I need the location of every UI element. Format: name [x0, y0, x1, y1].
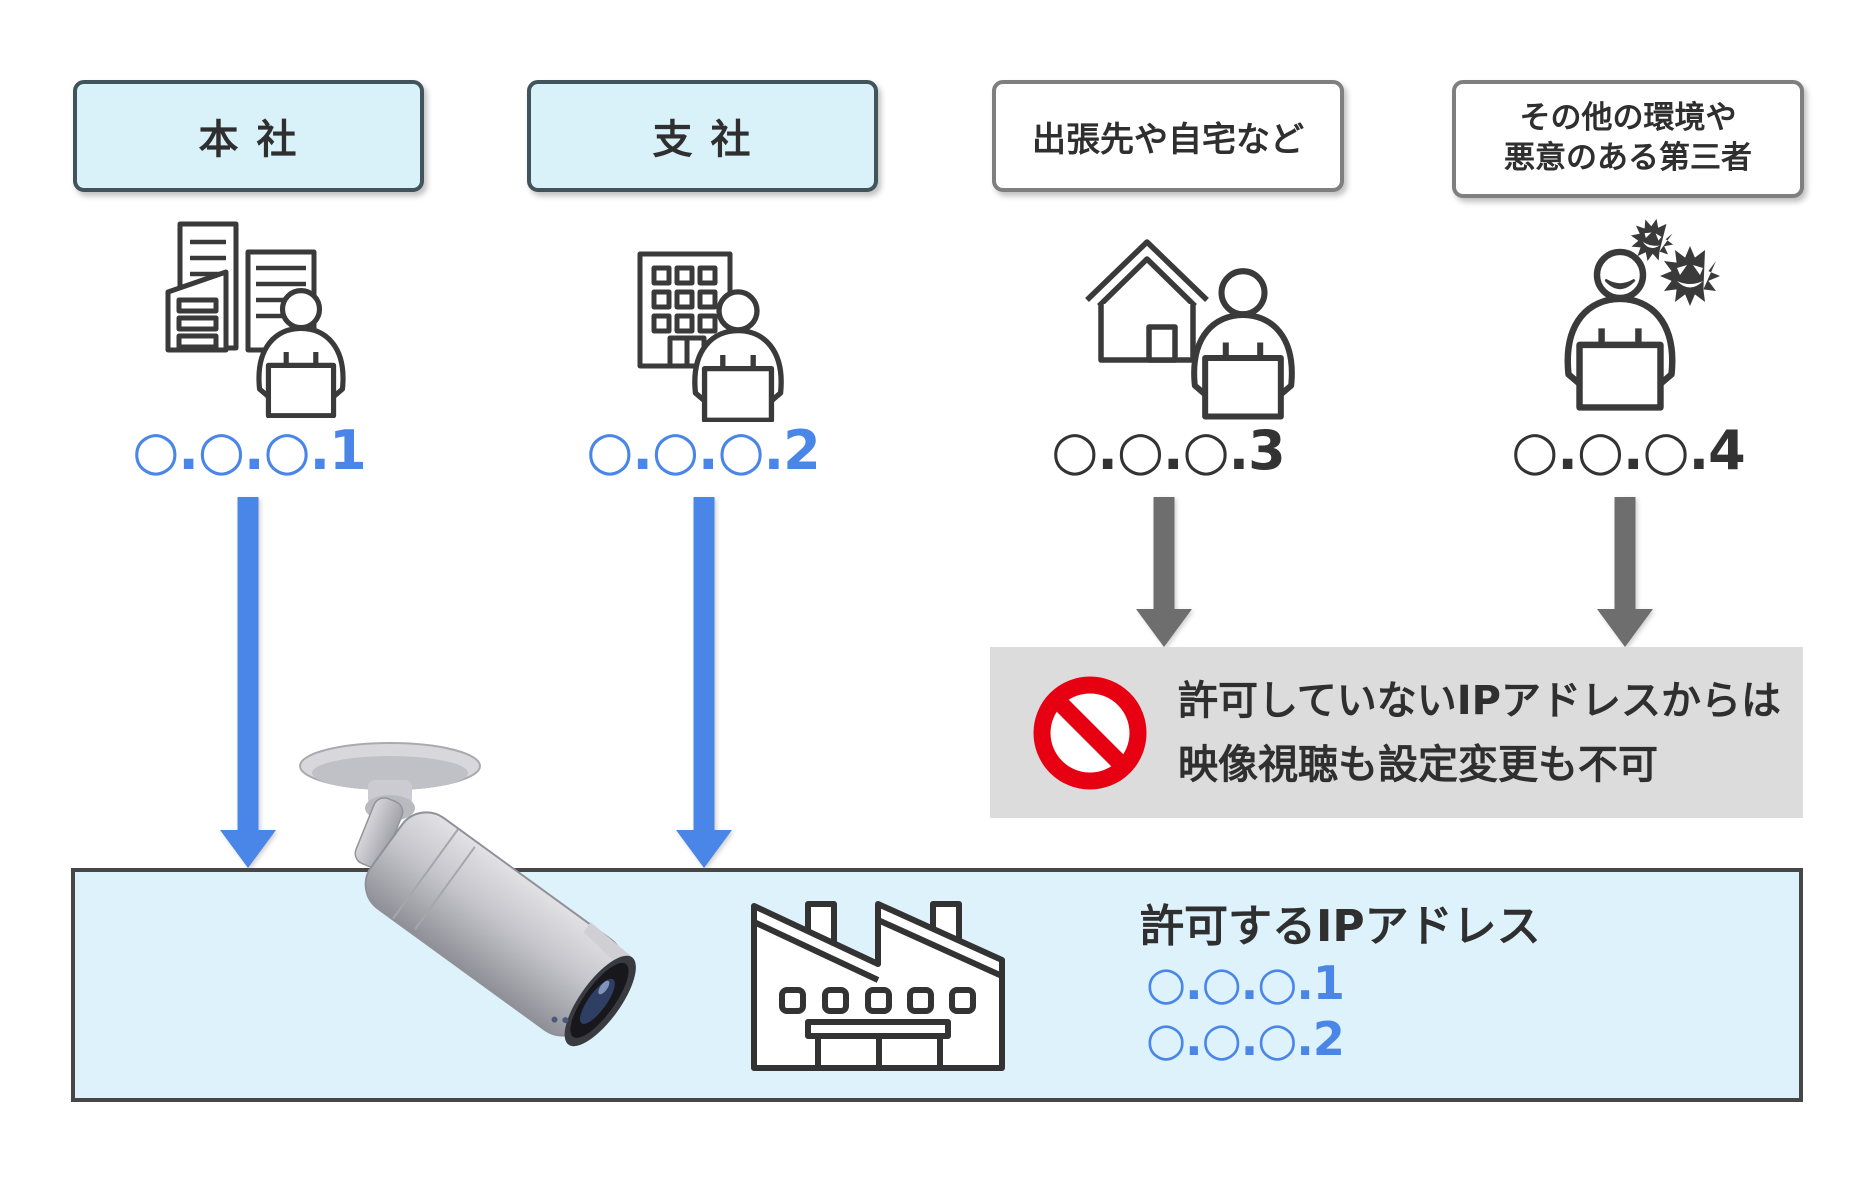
network-camera-image	[299, 742, 636, 1047]
allowed-arrow-branch-office	[676, 497, 732, 868]
ip-label-branch-office: ○.○.○.2	[586, 418, 820, 482]
prohibition-icon	[1033, 676, 1147, 789]
ip-label-third-party: ○.○.○.4	[1511, 418, 1745, 482]
denied-arrow-third-party	[1597, 497, 1653, 647]
label-box-head-office: 本 社	[73, 80, 424, 192]
arrow-shaft	[693, 497, 715, 830]
ip-label-remote: ○.○.○.3	[1051, 418, 1285, 482]
allowed-ip-2: ○.○.○.2	[1146, 1012, 1345, 1066]
user-laptop-icon	[692, 289, 784, 422]
user-laptop-icon	[1564, 248, 1676, 411]
denied-notice-line1: 許可していないIPアドレスからは	[1178, 677, 1781, 724]
denied-arrow-remote	[1136, 497, 1192, 647]
denied-notice-line2: 映像視聴も設定変更も不可	[1178, 741, 1658, 788]
arrow-head	[220, 830, 276, 868]
third-party-label: その他の環境や 悪意のある第三者	[1504, 100, 1752, 176]
virus-icon	[1660, 246, 1720, 306]
label-box-branch-office: 支 社	[527, 80, 878, 192]
head-office-label: 本 社	[198, 117, 299, 163]
arrow-head	[676, 830, 732, 868]
arrow-head	[1597, 609, 1653, 647]
arrow-shaft	[237, 497, 259, 830]
allowed-ip-panel: 許可するIPアドレス ○.○.○.1 ○.○.○.2	[1140, 890, 1541, 1066]
arrow-shaft	[1614, 497, 1636, 609]
allowed-ip-1: ○.○.○.1	[1146, 956, 1345, 1010]
virus-icon	[1630, 218, 1674, 262]
denied-notice-text: 許可していないIPアドレスからは 映像視聴も設定変更も不可	[1178, 669, 1781, 797]
branch-building-user-icon	[637, 251, 784, 422]
user-laptop-icon	[1191, 268, 1295, 420]
factory-icon	[751, 901, 1005, 1071]
ip-label-head-office: ○.○.○.1	[132, 418, 366, 482]
home-user-icon	[1085, 239, 1295, 420]
branch-office-label: 支 社	[652, 117, 753, 163]
malicious-user-icon	[1564, 218, 1720, 411]
remote-label: 出張先や自宅など	[1032, 119, 1304, 160]
user-laptop-icon	[256, 288, 346, 418]
office-buildings-user-icon	[165, 221, 346, 418]
allowed-arrow-head-office	[220, 497, 276, 868]
arrow-head	[1136, 609, 1192, 647]
allowed-ip-title: 許可するIPアドレス	[1140, 901, 1541, 952]
denied-notice-box: 許可していないIPアドレスからは 映像視聴も設定変更も不可	[990, 647, 1803, 818]
arrow-shaft	[1153, 497, 1175, 609]
label-box-remote: 出張先や自宅など	[992, 80, 1344, 192]
label-box-third-party: その他の環境や 悪意のある第三者	[1452, 80, 1804, 198]
